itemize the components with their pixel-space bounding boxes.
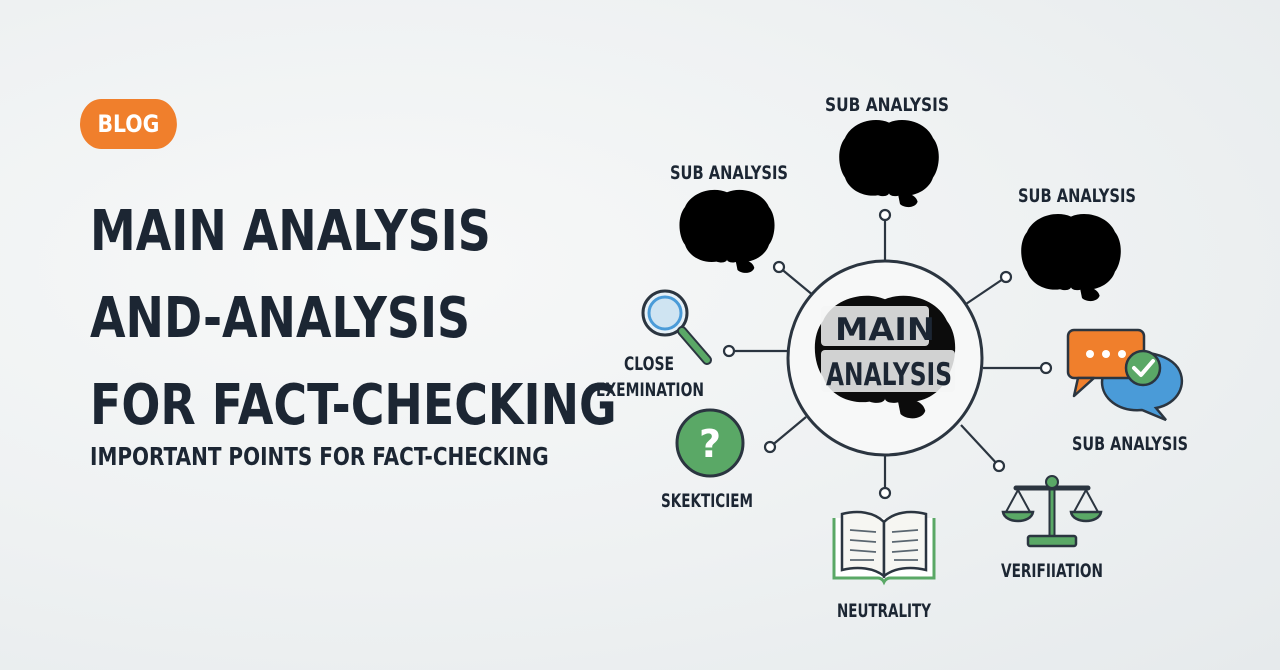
connector-upper-right [962, 276, 1007, 307]
node-lower-right-label: VERIFIIATION [1001, 560, 1103, 582]
scale-icon [1001, 475, 1103, 548]
connector-lower-right-dot [992, 459, 1006, 473]
connector-upper-left-dot [772, 260, 786, 274]
connectors [722, 208, 1053, 500]
connector-top-dot [878, 208, 892, 222]
connector-lower-left-dot [763, 440, 777, 454]
page-subtitle: IMPORTANT POINTS FOR FACT-CHECKING [90, 442, 549, 471]
node-left-label-line-2: EXEMINATION [596, 379, 704, 401]
node-top-label: SUB ANALYSIS [825, 94, 949, 116]
page-title: MAIN ANALYSIS AND-ANALYSIS FOR FACT-CHEC… [90, 188, 617, 449]
title-line-2: AND-ANALYSIS [90, 286, 471, 351]
center-label-line-2: ANALYSIS [826, 357, 952, 393]
book-icon [832, 510, 936, 586]
node-upper-right-label: SUB ANALYSIS [1018, 185, 1136, 207]
question-icon: ? [675, 408, 745, 478]
svg-text:?: ? [699, 422, 721, 466]
connector-upper-right-dot [999, 270, 1013, 284]
blog-badge[interactable]: BLOG [80, 99, 177, 149]
connector-lower-right [960, 424, 1000, 467]
node-upper-left-label: SUB ANALYSIS [670, 162, 788, 184]
node-lower-left-label: SKEKTICIEM [661, 490, 753, 512]
chat-check-icon [1066, 328, 1184, 422]
connector-upper-left [778, 266, 815, 297]
magnifier-icon [641, 289, 712, 365]
brain-icon [839, 120, 939, 208]
connector-lower-left [769, 416, 807, 448]
connector-right-dot [1039, 361, 1053, 375]
node-right-label: SUB ANALYSIS [1072, 433, 1188, 455]
node-bottom-label: NEUTRALITY [837, 600, 931, 622]
connector-left-dot [722, 344, 736, 358]
connector-bottom-dot [878, 486, 892, 500]
title-line-3: FOR FACT-CHECKING [90, 373, 617, 438]
node-left-label-line-1: CLOSE [624, 353, 674, 375]
center-label: MAIN ANALYSIS [821, 306, 955, 393]
brain-icon [679, 189, 775, 273]
title-line-1: MAIN ANALYSIS [90, 199, 491, 264]
brain-icon [1021, 214, 1121, 302]
center-label-line-1: MAIN [835, 312, 935, 348]
